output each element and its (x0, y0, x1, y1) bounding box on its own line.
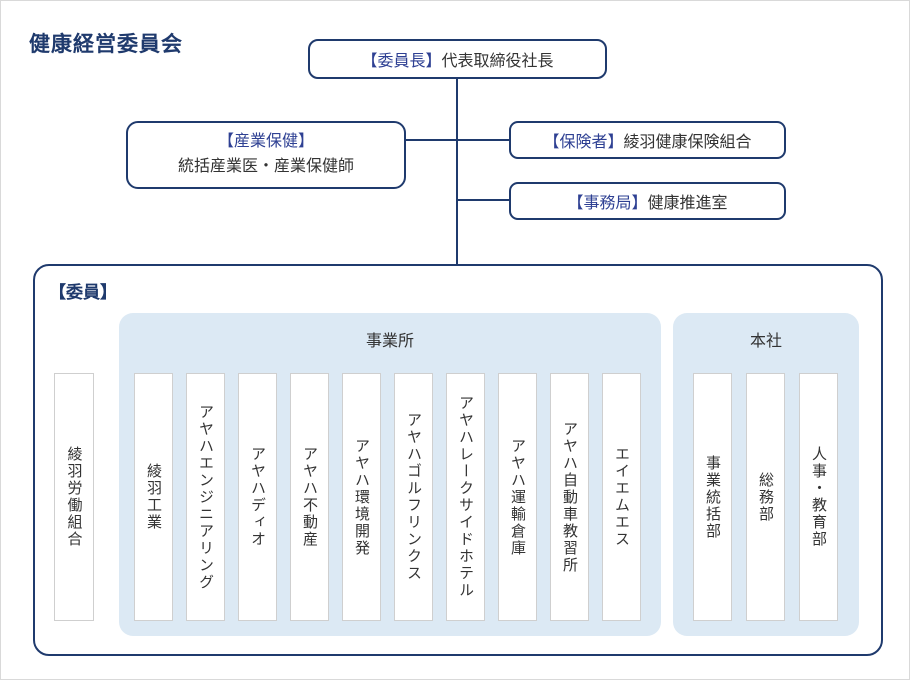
occupational-health-tag: 【産業保健】 (217, 133, 314, 151)
group-head-office-columns: 事業統括部 総務部 人事・教育部 (693, 373, 838, 621)
member-column-union: 綾羽労働組合 (54, 373, 94, 621)
insurer-box: 【保険者】綾羽健康保険組合 (509, 121, 786, 159)
member-column: アヤハレークサイドホテル (446, 373, 485, 621)
member-column: アヤハ環境開発 (342, 373, 381, 621)
connector-occupational-insurer-line (406, 139, 509, 141)
group-business-sites-header: 事業所 (365, 333, 414, 350)
insurer-name: 綾羽健康保険組合 (623, 134, 752, 151)
page-title: 健康経営委員会 (29, 33, 183, 56)
occupational-health-box: 【産業保健】 統括産業医・産業保健師 (126, 121, 406, 189)
group-business-sites: 事業所 綾羽工業 アヤハエンジニアリング アヤハディオ アヤハ不動産 アヤハ環境… (119, 313, 661, 636)
member-column: アヤハ運輸倉庫 (498, 373, 537, 621)
secretariat-tag: 【事務局】 (567, 195, 648, 212)
group-business-sites-columns: 綾羽工業 アヤハエンジニアリング アヤハディオ アヤハ不動産 アヤハ環境開発 ア… (134, 373, 641, 621)
member-column: アヤハ不動産 (290, 373, 329, 621)
member-column: 綾羽工業 (134, 373, 173, 621)
member-column: アヤハディオ (238, 373, 277, 621)
group-head-office: 本社 事業統括部 総務部 人事・教育部 (673, 313, 859, 636)
group-head-office-header: 本社 (749, 333, 782, 350)
chairman-tag: 【委員長】 (361, 53, 442, 70)
secretariat-name: 健康推進室 (647, 195, 728, 212)
connector-secretariat-line (457, 199, 509, 201)
insurer-tag: 【保険者】 (543, 134, 624, 151)
member-column: 人事・教育部 (799, 373, 838, 621)
member-column: エイエムエス (602, 373, 641, 621)
secretariat-box: 【事務局】健康推進室 (509, 182, 786, 220)
occupational-health-name: 統括産業医・産業保健師 (177, 158, 354, 175)
member-column: アヤハエンジニアリング (186, 373, 225, 621)
member-column: 総務部 (746, 373, 785, 621)
member-column: アヤハ自動車教習所 (550, 373, 589, 621)
members-label: 【委員】 (49, 283, 117, 302)
member-column: 事業統括部 (693, 373, 732, 621)
chairman-name: 代表取締役社長 (441, 53, 554, 70)
member-column: アヤハゴルフリンクス (394, 373, 433, 621)
chairman-box: 【委員長】代表取締役社長 (308, 39, 607, 79)
connector-trunk-line (456, 79, 458, 264)
